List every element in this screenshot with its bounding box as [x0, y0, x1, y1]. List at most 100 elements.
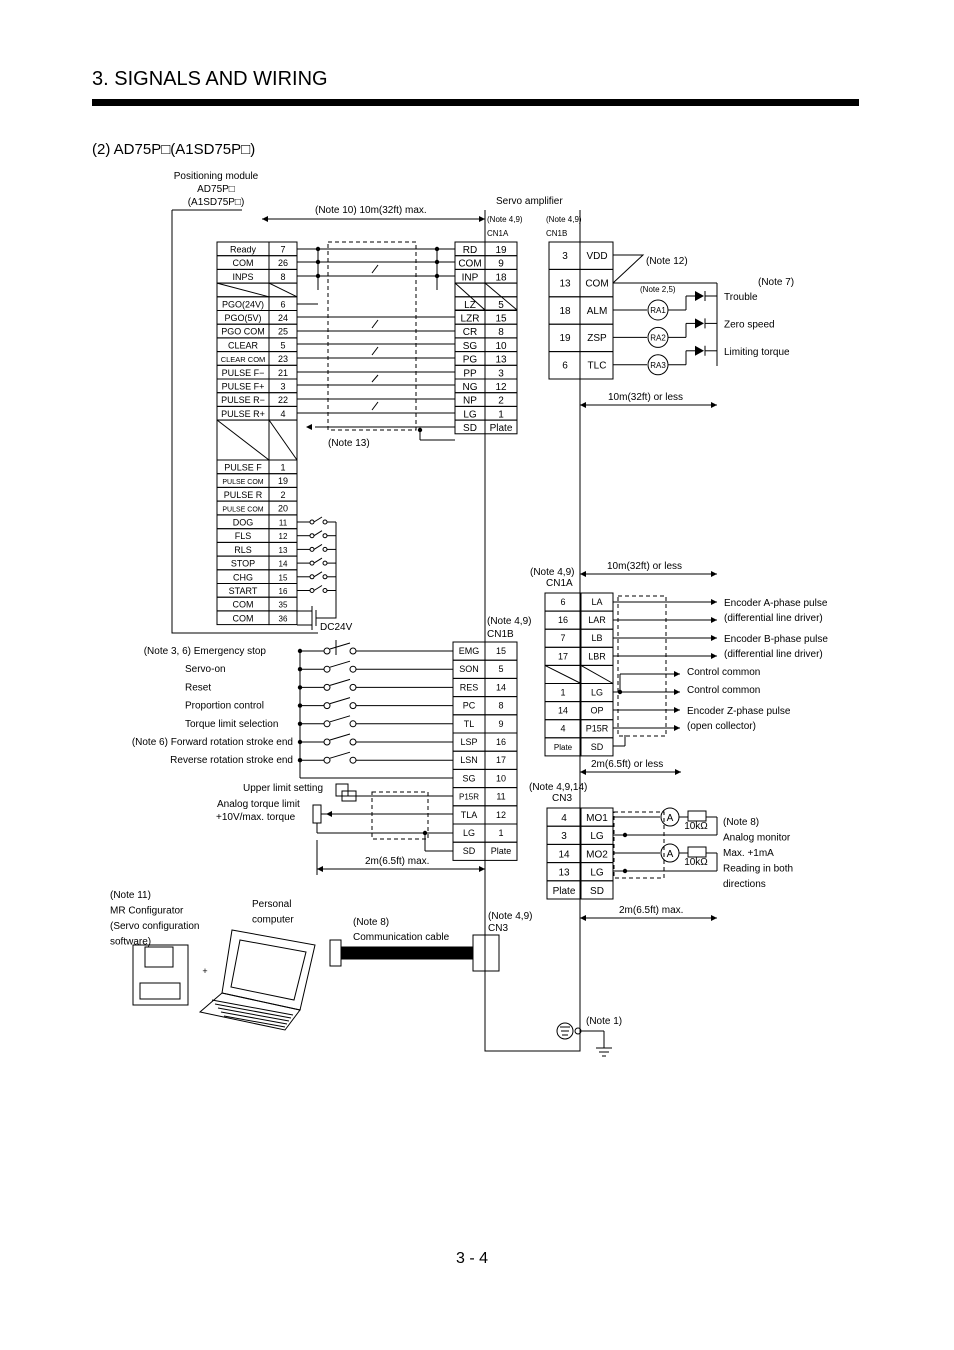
switch-blade	[313, 557, 323, 564]
unused-slash	[544, 664, 582, 684]
cn1a-name: PP	[463, 368, 477, 379]
input-signal-label: Torque limit selection	[185, 719, 278, 730]
input-signal-label: Reverse rotation stroke end	[170, 755, 293, 766]
terminal-name: Ready	[230, 245, 257, 255]
cn3-name: MO2	[586, 849, 608, 860]
cn1a-name: SG	[463, 341, 478, 352]
relay-output-label: Trouble	[724, 292, 758, 303]
unused-slash	[268, 419, 298, 461]
encoder-name-cell	[580, 737, 614, 757]
terminal-pin: 6	[280, 299, 285, 309]
note12-label: (Note 12)	[646, 256, 688, 267]
cn1a-name: LG	[463, 409, 477, 420]
arrow-right-icon	[711, 599, 717, 605]
length-label: 2m(6.5ft) max.	[365, 856, 429, 867]
analog-monitor-note: Reading in both	[723, 864, 793, 875]
cn1b-input-name: EMG	[459, 646, 480, 656]
arrow-icon	[317, 866, 323, 872]
ammeter-label: A	[667, 813, 674, 824]
encoder-label: Encoder Z-phase pulse	[687, 706, 791, 717]
diode-icon	[695, 318, 704, 329]
switch-blade	[329, 751, 351, 759]
relay-label: RA1	[650, 306, 666, 315]
switch-contact	[349, 683, 357, 691]
cn1b-input-pin: Plate	[491, 846, 512, 856]
switch-blade	[329, 733, 351, 741]
plus-sign: +	[202, 966, 207, 976]
cn3-connector	[472, 934, 500, 972]
keyboard-row	[217, 1007, 290, 1022]
software-note: software)	[110, 937, 151, 948]
module-title: Positioning module	[174, 171, 259, 182]
terminal-name: PULSE F−	[222, 368, 265, 378]
diode-icon	[695, 345, 704, 356]
terminal-pin-cell	[268, 610, 298, 626]
terminal-pin: 24	[278, 313, 288, 323]
cn1b-input-pin: 11	[496, 792, 505, 802]
cn1b-pin: 19	[559, 333, 571, 344]
cn1b-input-pin: 17	[496, 755, 506, 765]
cn1b-name: COM	[585, 278, 608, 289]
arrow-left-icon	[306, 424, 312, 430]
terminal-pin: 1	[280, 463, 285, 473]
switch-contact	[309, 533, 315, 539]
encoder-pin: 7	[560, 633, 565, 643]
cn1a-name: COM	[458, 259, 481, 270]
arrow-icon	[711, 571, 717, 577]
resistor-icon	[687, 846, 707, 858]
switch-blade	[329, 697, 351, 705]
terminal-pin: 36	[279, 614, 288, 623]
cn1a-note: (Note 4,9)	[487, 215, 523, 224]
terminal-name: PULSE F	[224, 463, 262, 473]
cn1b-input-name: LG	[463, 828, 475, 838]
encoder-label: Control common	[687, 685, 760, 696]
cn1b-input-pin: 15	[496, 646, 506, 656]
switch-contact	[349, 738, 357, 746]
switch-blade	[313, 516, 323, 523]
cn1b-input-name: RES	[460, 682, 479, 692]
cn3-pin: 4	[561, 813, 567, 824]
switch-contact	[323, 756, 331, 764]
ground-symbol-icon	[556, 1022, 574, 1040]
twisted-pair	[371, 401, 379, 411]
terminal-pin: 20	[278, 504, 288, 514]
switch-contact	[323, 738, 331, 746]
encoder-name: LG	[591, 688, 603, 698]
cn3-label: CN3	[552, 793, 572, 804]
switch-blade	[329, 715, 351, 723]
unused-cell-slash	[216, 282, 270, 298]
encoder-pin: 14	[558, 706, 568, 716]
terminal-pin: 25	[278, 327, 288, 337]
terminal-pin: 23	[278, 354, 288, 364]
twisted-pair	[371, 264, 379, 274]
terminal-name: PULSE R	[224, 490, 263, 500]
analog-torque-label: Analog torque limit	[217, 799, 300, 810]
input-signal-label: Proportion control	[185, 701, 264, 712]
cn3-label: CN3	[488, 923, 508, 934]
encoder-name: LB	[591, 633, 602, 643]
cn3-note: (Note 4,9,14)	[529, 782, 587, 793]
cn1b-name: ZSP	[587, 333, 607, 344]
encoder-name: LBR	[588, 651, 606, 661]
encoder-pin: 4	[560, 724, 565, 734]
terminal-pin: 12	[279, 532, 288, 541]
pc-label: computer	[252, 915, 294, 926]
twisted-pair	[371, 374, 379, 383]
length-label: 2m(6.5ft) or less	[591, 759, 663, 770]
pc-label: Personal	[252, 899, 291, 910]
ground-terminal	[574, 1027, 582, 1035]
terminal-name: PGO(5V)	[224, 313, 261, 323]
switch-contact	[323, 720, 331, 728]
switch-blade	[313, 571, 323, 578]
switch-contact	[349, 665, 357, 673]
encoder-name: OP	[590, 706, 603, 716]
relay-output-label: Limiting torque	[724, 347, 790, 358]
switch-contact	[323, 683, 331, 691]
cn1b-input-name: SD	[463, 846, 476, 856]
terminal-name: PULSE COM	[222, 507, 263, 514]
terminal-name: FLS	[235, 531, 252, 541]
arrow-icon	[674, 671, 680, 677]
terminal-pin: 7	[280, 245, 285, 255]
cn1b-input-name: LSN	[460, 755, 478, 765]
